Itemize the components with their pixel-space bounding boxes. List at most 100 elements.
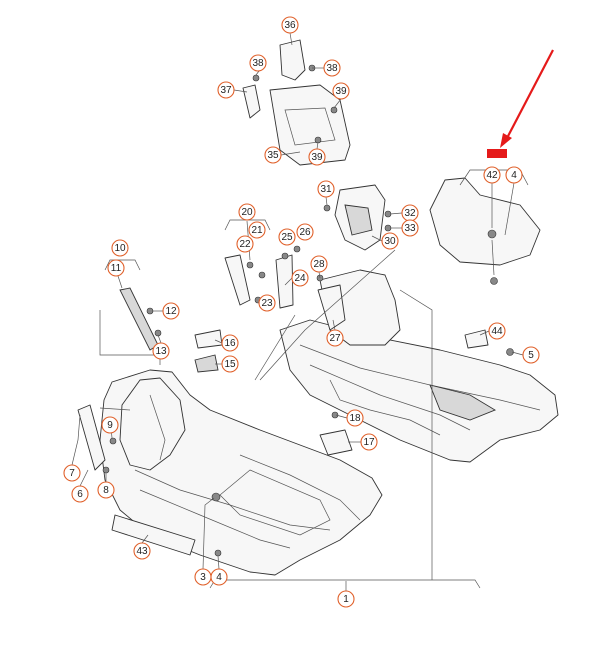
highlight-marker	[487, 49, 554, 158]
callout-number: 24	[294, 273, 306, 284]
callout-c13: 13	[152, 342, 170, 360]
callout-number: 11	[111, 263, 122, 274]
callout-c31: 31	[317, 180, 335, 198]
highlight-box	[487, 149, 507, 158]
callout-number: 1	[343, 594, 349, 605]
callout-number: 12	[165, 306, 177, 317]
callout-c4a: 4	[505, 166, 523, 184]
callout-number: 30	[384, 236, 396, 247]
callout-c26: 26	[296, 223, 314, 241]
callout-c9: 9	[101, 416, 119, 434]
callout-c20: 20	[238, 203, 256, 221]
callout-c39b: 39	[308, 148, 326, 166]
callout-circle	[111, 239, 129, 257]
callout-number: 4	[511, 170, 517, 181]
callout-c30: 30	[381, 232, 399, 250]
callout-circle	[310, 255, 328, 273]
callout-number: 26	[299, 227, 311, 238]
callout-circle	[107, 259, 125, 277]
callout-number: 38	[326, 63, 338, 74]
callout-number: 18	[349, 413, 361, 424]
callout-circle	[323, 59, 341, 77]
callout-number: 33	[404, 223, 416, 234]
callout-number: 21	[251, 225, 263, 236]
callout-circle	[101, 416, 119, 434]
callout-circle	[152, 342, 170, 360]
callout-c42: 42	[483, 166, 501, 184]
callout-circle	[346, 409, 364, 427]
callout-circle	[522, 346, 540, 364]
callout-circle	[337, 590, 355, 608]
callout-number: 16	[224, 338, 236, 349]
callout-circle	[210, 568, 228, 586]
callout-circle	[401, 219, 419, 237]
callout-circle	[296, 223, 314, 241]
callout-number: 7	[69, 468, 75, 479]
callout-circle	[162, 302, 180, 320]
callout-c22: 22	[236, 235, 254, 253]
callout-c1: 1	[337, 590, 355, 608]
middle-bracket-parts	[224, 254, 489, 456]
callout-number: 6	[77, 489, 83, 500]
rear-shield-plate	[429, 177, 541, 285]
callout-number: 23	[261, 298, 273, 309]
callout-circle	[381, 232, 399, 250]
callout-circle	[360, 433, 378, 451]
callout-c38b: 38	[323, 59, 341, 77]
callout-number: 5	[528, 350, 534, 361]
callout-c6: 6	[71, 485, 89, 503]
callout-circle	[71, 485, 89, 503]
callout-number: 25	[281, 232, 293, 243]
callout-c32: 32	[401, 204, 419, 222]
callout-c28: 28	[310, 255, 328, 273]
callout-c35: 35	[264, 146, 282, 164]
callout-c17: 17	[360, 433, 378, 451]
callout-c10: 10	[111, 239, 129, 257]
side-bracket	[334, 184, 386, 251]
upper-bracket-panel	[242, 39, 351, 166]
callout-c5: 5	[522, 346, 540, 364]
callout-number: 20	[241, 207, 253, 218]
callout-number: 43	[136, 546, 148, 557]
callout-number: 44	[491, 326, 503, 337]
callout-circle	[281, 16, 299, 34]
callout-number: 8	[103, 485, 109, 496]
callout-c27: 27	[326, 329, 344, 347]
callout-c36: 36	[281, 16, 299, 34]
callout-c43: 43	[133, 542, 151, 560]
callout-number: 17	[363, 437, 375, 448]
callout-c7: 7	[63, 464, 81, 482]
callout-circle	[133, 542, 151, 560]
callout-number: 38	[252, 58, 264, 69]
callout-c44: 44	[488, 322, 506, 340]
callout-c11: 11	[107, 259, 125, 277]
callout-number: 10	[114, 243, 126, 254]
callout-circle	[264, 146, 282, 164]
callout-c4b: 4	[210, 568, 228, 586]
callout-number: 42	[486, 170, 498, 181]
floor-tray-part	[99, 269, 559, 576]
callout-number: 35	[267, 150, 279, 161]
callout-c16: 16	[221, 334, 239, 352]
callout-circle	[238, 203, 256, 221]
callout-number: 9	[107, 420, 113, 431]
callout-c15: 15	[221, 355, 239, 373]
callout-c12: 12	[162, 302, 180, 320]
callout-number: 27	[329, 333, 341, 344]
callout-circle	[236, 235, 254, 253]
callout-circle	[326, 329, 344, 347]
callout-c8: 8	[97, 481, 115, 499]
callout-circle	[221, 334, 239, 352]
callout-circle	[63, 464, 81, 482]
callout-number: 4	[216, 572, 222, 583]
callout-number: 32	[404, 208, 416, 219]
callout-circle	[291, 269, 309, 287]
callout-c25: 25	[278, 228, 296, 246]
callout-number: 13	[155, 346, 167, 357]
callout-number: 31	[320, 184, 332, 195]
callout-circle	[221, 355, 239, 373]
callout-circle	[248, 221, 266, 239]
callout-circle	[249, 54, 267, 72]
